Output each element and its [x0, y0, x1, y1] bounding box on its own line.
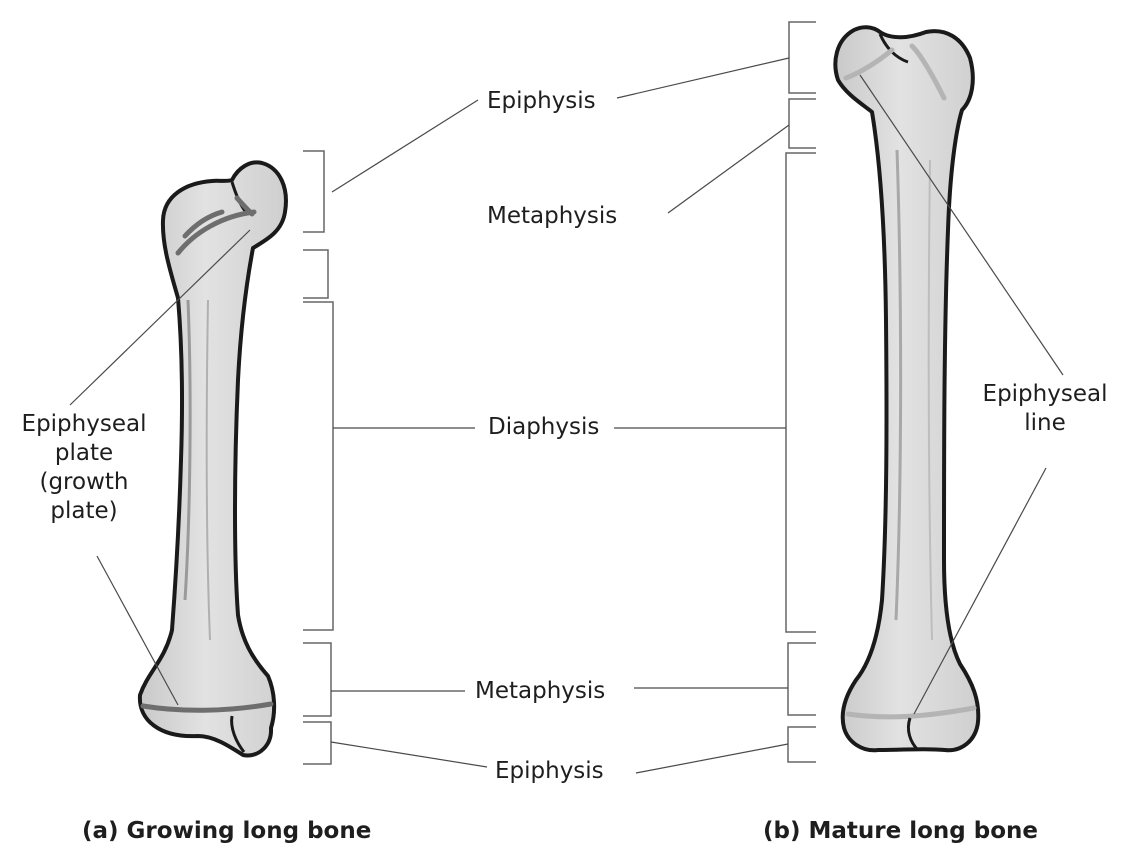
- bracket-left-epiphysis-bottom: [303, 722, 331, 764]
- epiphyseal-plate-line4: plate): [4, 497, 164, 526]
- bracket-left-metaphysis-bottom: [303, 643, 331, 716]
- mature-bone-outline: [835, 27, 978, 750]
- bracket-right-diaphysis: [786, 153, 816, 632]
- epiphyseal-line-line1: Epiphyseal: [970, 380, 1120, 409]
- caption-growing-long-bone: (a) Growing long bone: [82, 818, 371, 844]
- bracket-left-metaphysis-top: [303, 250, 328, 298]
- bracket-right-metaphysis-top: [789, 99, 816, 148]
- label-metaphysis-bottom: Metaphysis: [472, 680, 608, 703]
- bracket-right-metaphysis-bottom: [788, 643, 816, 715]
- bracket-right-epiphysis-bottom: [788, 727, 816, 762]
- label-metaphysis-top: Metaphysis: [484, 205, 620, 228]
- label-epiphyseal-line: Epiphyseal line: [970, 380, 1120, 438]
- mature-long-bone: [835, 27, 978, 750]
- label-epiphyseal-plate: Epiphyseal plate (growth plate): [4, 410, 164, 526]
- left-brackets: [303, 151, 333, 764]
- leader-epiphysis-top-left: [332, 100, 478, 192]
- leader-metaphysis-top-right: [668, 125, 789, 213]
- epiphyseal-plate-line3: (growth: [4, 468, 164, 497]
- label-diaphysis: Diaphysis: [485, 416, 602, 439]
- label-epiphysis-bottom: Epiphysis: [492, 760, 607, 783]
- leader-epiphysis-bottom-right: [636, 744, 788, 773]
- leader-epiphysis-top-right: [617, 58, 789, 98]
- leader-epiphysis-bottom-left: [331, 742, 487, 767]
- leader-growth-plate-bottom: [97, 556, 178, 705]
- epiphyseal-line-line2: line: [970, 409, 1120, 438]
- caption-mature-long-bone: (b) Mature long bone: [763, 818, 1038, 844]
- right-brackets: [786, 22, 816, 762]
- bracket-left-diaphysis: [303, 302, 333, 630]
- epiphyseal-plate-line2: plate: [4, 439, 164, 468]
- epiphyseal-plate-line1: Epiphyseal: [4, 410, 164, 439]
- label-epiphysis-top: Epiphysis: [484, 90, 599, 113]
- bracket-left-epiphysis-top: [303, 151, 324, 232]
- bracket-right-epiphysis-top: [789, 22, 816, 93]
